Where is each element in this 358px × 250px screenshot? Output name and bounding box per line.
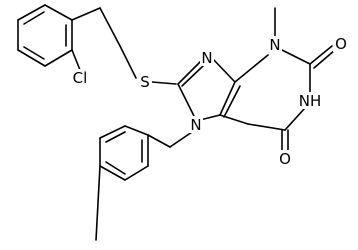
chlorobenzyl-ring (17, 4, 73, 67)
sulfur-label: S (140, 73, 150, 91)
atom-n1: NH (297, 92, 323, 110)
aryl-methyl (95, 165, 101, 241)
atom-o6: O (277, 150, 293, 168)
atom-n7: N (189, 116, 203, 134)
imidazole-ring (177, 57, 241, 121)
atom-o2: O (333, 35, 349, 53)
n3-label: N (269, 36, 280, 54)
o2-label: O (335, 35, 347, 53)
atom-n9: N (200, 49, 214, 67)
methylbenzyl-linker (147, 131, 193, 148)
methylbenzyl-ring (99, 125, 149, 181)
pyrimidine-ring (219, 45, 336, 151)
atom-sulfur: S (138, 73, 152, 91)
atom-n3: N (268, 36, 282, 54)
ch2-s-linker (71, 7, 177, 85)
chlorine-bond (71, 49, 81, 71)
n7-label: N (190, 116, 201, 134)
n9-label: N (201, 49, 212, 67)
n1-label: NH (299, 92, 322, 110)
o6-label: O (279, 150, 291, 168)
atom-chlorine: Cl (70, 69, 90, 87)
chlorine-label: Cl (73, 69, 88, 87)
